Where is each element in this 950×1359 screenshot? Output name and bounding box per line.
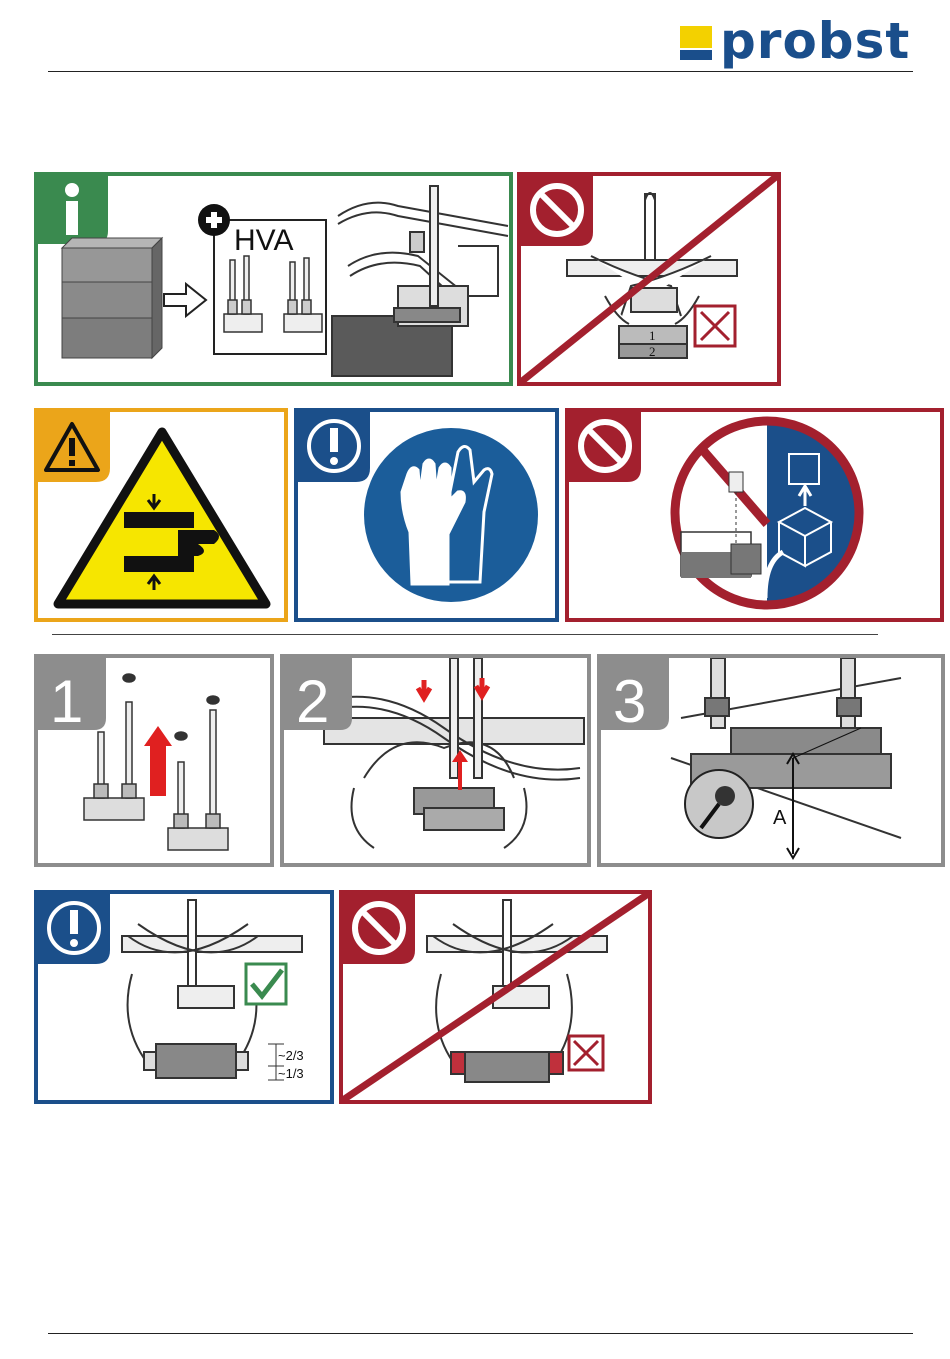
arrow-up-icon (144, 726, 172, 796)
magnifier-icon (685, 770, 753, 838)
cross-box-icon (569, 1036, 603, 1070)
arrow-right-icon (164, 284, 206, 316)
mandatory-icon (298, 412, 370, 482)
prohibition-icon (569, 412, 641, 482)
dimension-label-a: A (773, 807, 787, 829)
stack-label-2: 2 (649, 344, 656, 359)
section-rule (52, 634, 878, 635)
check-box-icon (246, 964, 286, 1004)
no-drop-illustration (675, 418, 862, 608)
step-1-number: 1 (50, 668, 83, 735)
ratio-top-label: ~2/3 (278, 1048, 304, 1063)
panel-info-hva: HVA (34, 172, 513, 386)
logo-text: probst (720, 12, 910, 70)
panel-gloves (294, 408, 559, 622)
logo-yellow-block (680, 26, 712, 48)
panel-grip-correct: ~2/3 ~1/3 (34, 890, 334, 1104)
panel-grip-wrong (339, 890, 652, 1104)
panel-no-drop (565, 408, 944, 622)
stacked-blocks (62, 238, 162, 358)
prohibition-icon (343, 894, 415, 964)
step-1-panel: 1 (34, 654, 274, 867)
header-rule (48, 71, 913, 72)
hva-box: HVA (198, 204, 326, 354)
footer-rule (48, 1333, 913, 1334)
prohibition-icon (521, 176, 593, 246)
panel-prohibit-stack: 1 2 (517, 172, 781, 386)
probst-logo: probst (680, 18, 910, 70)
hva-label: HVA (234, 224, 293, 257)
step-2-number: 2 (296, 668, 329, 735)
step-2-panel: 2 (280, 654, 591, 867)
logo-blue-block (680, 50, 712, 60)
ratio-bottom-label: ~1/3 (278, 1066, 304, 1081)
step-3-number: 3 (613, 668, 646, 735)
cross-box-icon (695, 306, 735, 346)
stack-label-1: 1 (649, 328, 656, 343)
mandatory-icon (38, 894, 110, 964)
info-icon (38, 176, 108, 244)
step-3-panel: A 3 (597, 654, 945, 867)
warning-icon (38, 412, 110, 482)
panel-crush-warning (34, 408, 288, 622)
lifting-device-illustration (332, 186, 508, 376)
